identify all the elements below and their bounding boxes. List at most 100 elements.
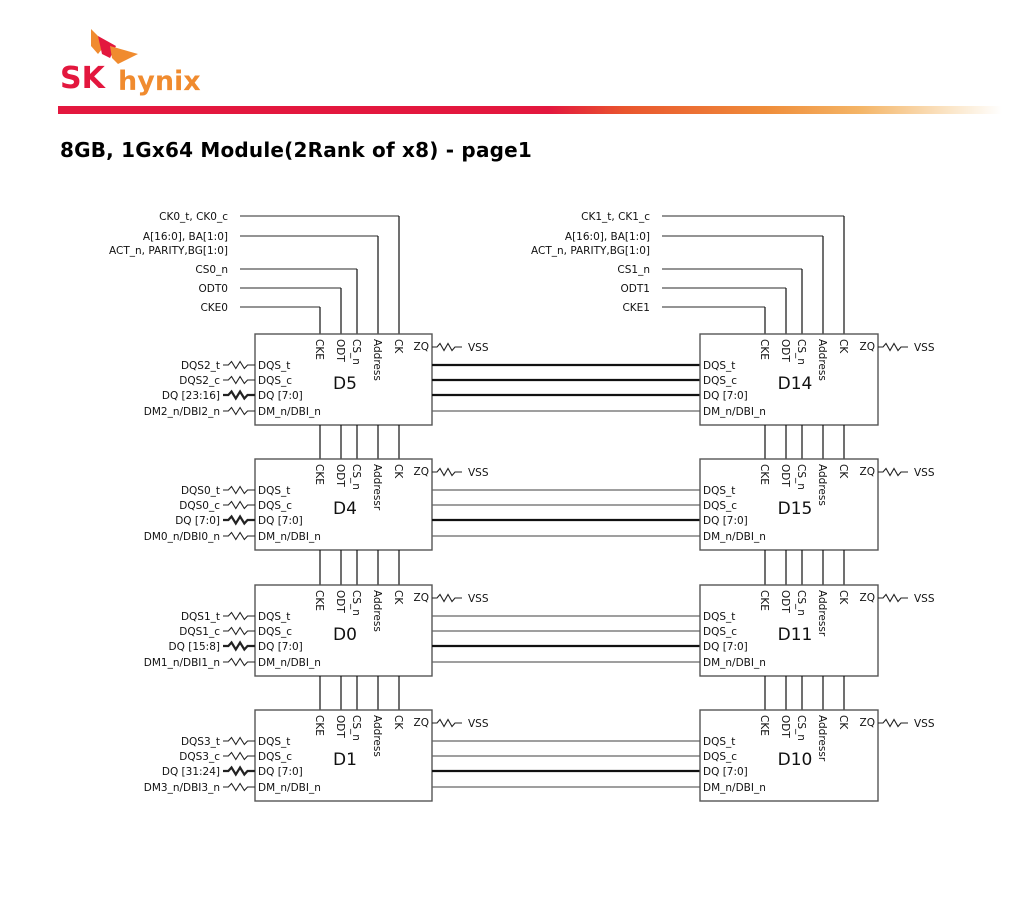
chip-data-pin-label: DM_n/DBI_n xyxy=(703,657,766,669)
dram-chip xyxy=(699,584,879,677)
chip-pin-label: Address xyxy=(371,715,383,757)
chip-data-pin-label: DQS_c xyxy=(258,751,292,763)
series-resistor-icon xyxy=(223,626,255,636)
chip-data-pin-label: DQS_c xyxy=(703,751,737,763)
data-signal-label: DQS2_t xyxy=(181,360,220,372)
data-signal-label: DM3_n/DBI3_n xyxy=(144,782,220,794)
chip-pin-label: Addressr xyxy=(816,590,828,637)
bus-signal-label: ACT_n, PARITY,BG[1:0] xyxy=(531,245,650,257)
data-signal-label: DQ [23:16] xyxy=(162,390,220,402)
zq-pin-label: ZQ xyxy=(860,717,875,729)
chip-pin-label: CS_n xyxy=(795,464,807,490)
series-resistor-icon xyxy=(223,657,255,667)
bus-signal-label: CKE0 xyxy=(200,302,228,314)
chip-data-pin-label: DQS_c xyxy=(258,500,292,512)
bus-signal-label: ODT1 xyxy=(621,283,650,295)
chip-pin-label: CK xyxy=(837,590,849,605)
chip-pin-label: ODT xyxy=(779,339,791,362)
data-signal-label: DQS3_t xyxy=(181,736,220,748)
series-resistor-icon xyxy=(223,611,255,621)
chip-pin-label: CKE xyxy=(313,464,325,485)
chip-pin-label: CK xyxy=(392,715,404,730)
chip-pin-label: Address xyxy=(816,339,828,381)
chip-data-pin-label: DQ [7:0] xyxy=(258,766,303,778)
chip-data-pin-label: DQS_c xyxy=(258,626,292,638)
data-signal-label: DQS0_c xyxy=(179,500,220,512)
chip-data-pin-label: DQ [7:0] xyxy=(703,766,748,778)
chip-pin-label: CKE xyxy=(758,590,770,611)
chip-pin-label: Address xyxy=(371,590,383,632)
series-resistor-icon xyxy=(223,640,255,652)
header-gradient-bar xyxy=(58,106,1002,114)
chip-pin-label: CKE xyxy=(313,715,325,736)
chip-data-pin-label: DQS_t xyxy=(703,485,735,497)
chip-pin-label: ODT xyxy=(334,715,346,738)
zq-pin-label: ZQ xyxy=(414,592,429,604)
chip-data-pin-label: DM_n/DBI_n xyxy=(258,531,321,543)
chip-data-pin-label: DQS_c xyxy=(703,500,737,512)
chip-pin-label: ODT xyxy=(334,590,346,613)
data-signal-label: DM2_n/DBI2_n xyxy=(144,406,220,418)
chip-name: D0 xyxy=(333,625,357,645)
chip-pin-label: CS_n xyxy=(350,590,362,616)
series-resistor-icon xyxy=(223,375,255,385)
chip-pin-label: Addressr xyxy=(816,715,828,762)
chip-pin-label: Address xyxy=(371,339,383,381)
data-signal-label: DM1_n/DBI1_n xyxy=(144,657,220,669)
dram-chip xyxy=(254,458,433,551)
chip-data-pin-label: DQ [7:0] xyxy=(258,390,303,402)
chip-pin-label: CKE xyxy=(313,590,325,611)
chip-pin-label: CS_n xyxy=(350,715,362,741)
series-resistor-icon xyxy=(223,782,255,792)
data-signal-label: DQ [15:8] xyxy=(169,641,220,653)
logo-hynix-text: hynix xyxy=(118,66,201,97)
chip-data-pin-label: DQS_t xyxy=(258,736,290,748)
series-resistor-icon xyxy=(223,360,255,370)
chip-pin-label: CK xyxy=(392,590,404,605)
dram-chip xyxy=(699,709,879,802)
chip-data-pin-label: DQS_t xyxy=(258,611,290,623)
chip-pin-label: CKE xyxy=(313,339,325,360)
series-resistor-icon xyxy=(223,765,255,777)
chip-pin-label: CS_n xyxy=(350,339,362,365)
chip-data-pin-label: DQ [7:0] xyxy=(703,641,748,653)
data-signal-label: DQ [31:24] xyxy=(162,766,220,778)
zq-pin-label: ZQ xyxy=(414,466,429,478)
chip-name: D4 xyxy=(333,499,357,519)
series-resistor-icon xyxy=(223,389,255,401)
chip-pin-label: Addressr xyxy=(371,464,383,511)
vss-label: VSS xyxy=(914,718,935,730)
chip-pin-label: CKE xyxy=(758,464,770,485)
zq-resistor-icon xyxy=(878,718,908,728)
chip-data-pin-label: DQ [7:0] xyxy=(258,641,303,653)
zq-resistor-icon xyxy=(878,342,908,352)
chip-pin-label: CS_n xyxy=(795,339,807,365)
dram-chip xyxy=(254,333,433,426)
series-resistor-icon xyxy=(223,736,255,746)
series-resistor-icon xyxy=(223,485,255,495)
chip-pin-label: CKE xyxy=(758,339,770,360)
chip-data-pin-label: DM_n/DBI_n xyxy=(703,782,766,794)
chip-pin-label: CK xyxy=(837,339,849,354)
logo-sk-text: SK xyxy=(60,61,107,96)
sk-hynix-logo: SK hynix xyxy=(58,24,208,104)
chip-data-pin-label: DQS_t xyxy=(703,611,735,623)
chip-data-pin-label: DQS_t xyxy=(703,736,735,748)
bus-signal-label: A[16:0], BA[1:0] xyxy=(143,231,228,243)
vss-label: VSS xyxy=(468,467,489,479)
dram-chip xyxy=(254,584,433,677)
zq-resistor-icon xyxy=(878,593,908,603)
zq-pin-label: ZQ xyxy=(860,592,875,604)
chip-data-pin-label: DQ [7:0] xyxy=(703,390,748,402)
zq-resistor-icon xyxy=(432,718,462,728)
data-signal-label: DQS3_c xyxy=(179,751,220,763)
vss-label: VSS xyxy=(468,342,489,354)
chip-data-pin-label: DQS_c xyxy=(703,375,737,387)
chip-data-pin-label: DQ [7:0] xyxy=(703,515,748,527)
chip-pin-label: ODT xyxy=(779,590,791,613)
bus-signal-label: A[16:0], BA[1:0] xyxy=(565,231,650,243)
data-signal-label: DQS0_t xyxy=(181,485,220,497)
chip-pin-label: ODT xyxy=(779,715,791,738)
chip-data-pin-label: DM_n/DBI_n xyxy=(258,782,321,794)
bus-signal-label: ACT_n, PARITY,BG[1:0] xyxy=(109,245,228,257)
